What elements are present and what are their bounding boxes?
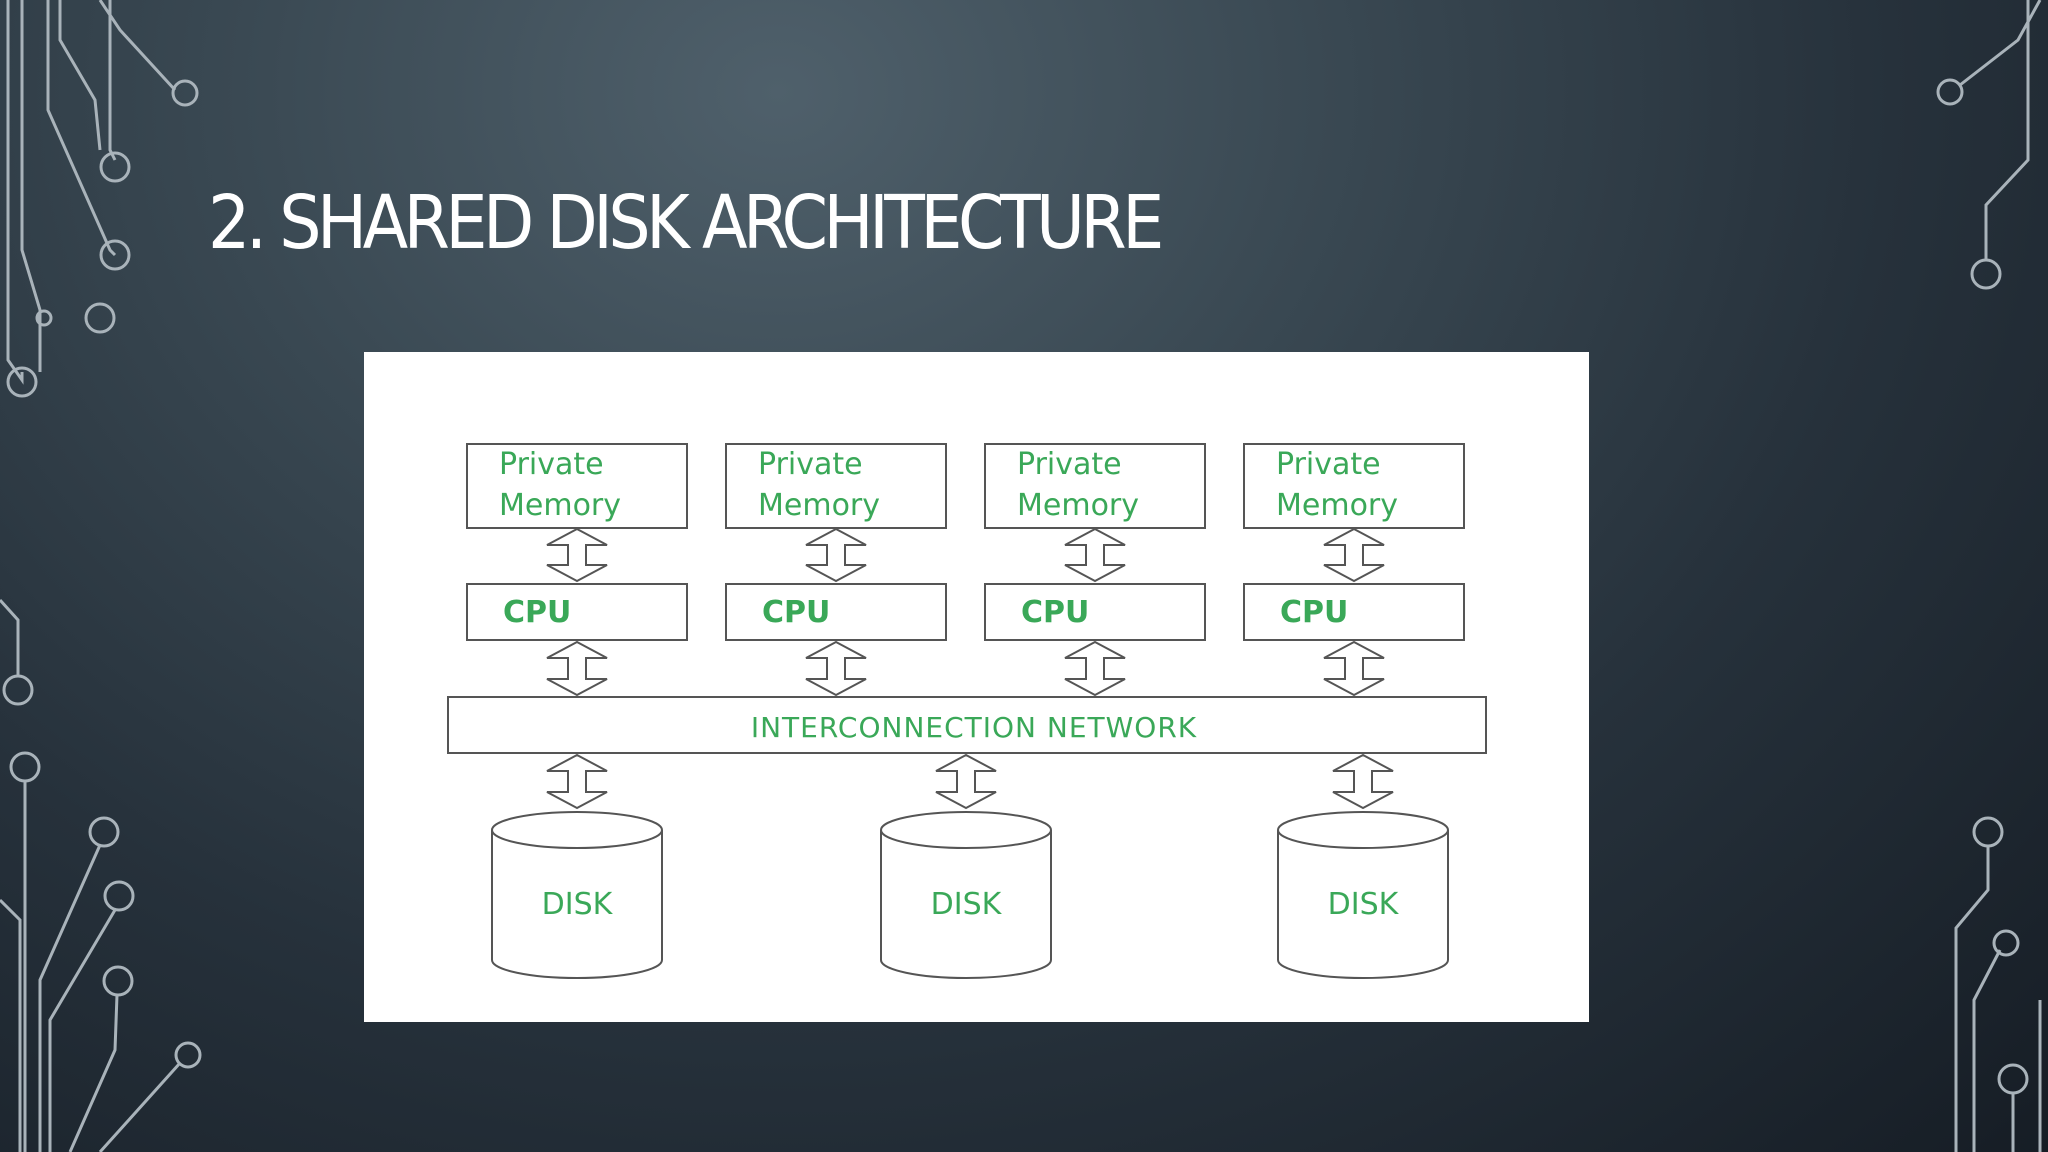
cpu-network-arrow-icon <box>546 640 608 697</box>
disk: DISK <box>1277 753 1449 979</box>
page-title: 2. SHARED DISK ARCHITECTURE <box>208 180 1164 266</box>
cpu-box <box>466 583 688 641</box>
cpu-box <box>725 583 947 641</box>
disk-top-icon <box>880 811 1052 849</box>
private-memory-label-line1: Private <box>499 447 604 482</box>
circuit-decoration-left-icon <box>0 0 202 1152</box>
network-disk-arrow-icon <box>546 753 608 810</box>
cpu-label: CPU <box>1021 595 1089 630</box>
private-memory-label-line2: Memory <box>499 488 621 523</box>
private-memory-box <box>466 443 688 529</box>
disk-cylinder-icon <box>880 830 1052 979</box>
private-memory-label-line2: Memory <box>1276 488 1398 523</box>
diagram-canvas: PrivateMemoryCPUPrivateMemoryCPUPrivateM… <box>447 443 1487 979</box>
disk-cylinder-icon <box>1277 830 1449 979</box>
interconnection-network-label: INTERCONNECTION NETWORK <box>751 711 1197 744</box>
cpu-box <box>984 583 1206 641</box>
private-memory-label-line1: Private <box>1276 447 1381 482</box>
cpu-network-arrow-icon <box>1323 640 1385 697</box>
memory-cpu-arrow-icon <box>546 527 608 583</box>
private-memory-label-line1: Private <box>1017 447 1122 482</box>
private-memory-box <box>1243 443 1465 529</box>
memory-cpu-arrow-icon <box>1064 527 1126 583</box>
private-memory-label-line2: Memory <box>1017 488 1139 523</box>
cpu-network-arrow-icon <box>805 640 867 697</box>
memory-cpu-arrow-icon <box>1323 527 1385 583</box>
disk-label: DISK <box>931 887 1003 922</box>
private-memory-box <box>984 443 1206 529</box>
disk-label: DISK <box>542 887 614 922</box>
cpu-label: CPU <box>762 595 830 630</box>
disk-cylinder-icon <box>491 830 663 979</box>
cpu-label: CPU <box>503 595 571 630</box>
network-disk-arrow-icon <box>935 753 997 810</box>
disk: DISK <box>880 753 1052 979</box>
cpu-network-arrow-icon <box>1064 640 1126 697</box>
disk: DISK <box>491 753 663 979</box>
cpu-label: CPU <box>1280 595 1348 630</box>
private-memory-label-line2: Memory <box>758 488 880 523</box>
disk-label: DISK <box>1328 887 1400 922</box>
disk-top-icon <box>491 811 663 849</box>
private-memory-label-line1: Private <box>758 447 863 482</box>
disk-top-icon <box>1277 811 1449 849</box>
interconnection-network-box <box>447 696 1487 754</box>
cpu-box <box>1243 583 1465 641</box>
network-disk-arrow-icon <box>1332 753 1394 810</box>
memory-cpu-arrow-icon <box>805 527 867 583</box>
circuit-decoration-right-icon <box>1936 0 2042 1152</box>
